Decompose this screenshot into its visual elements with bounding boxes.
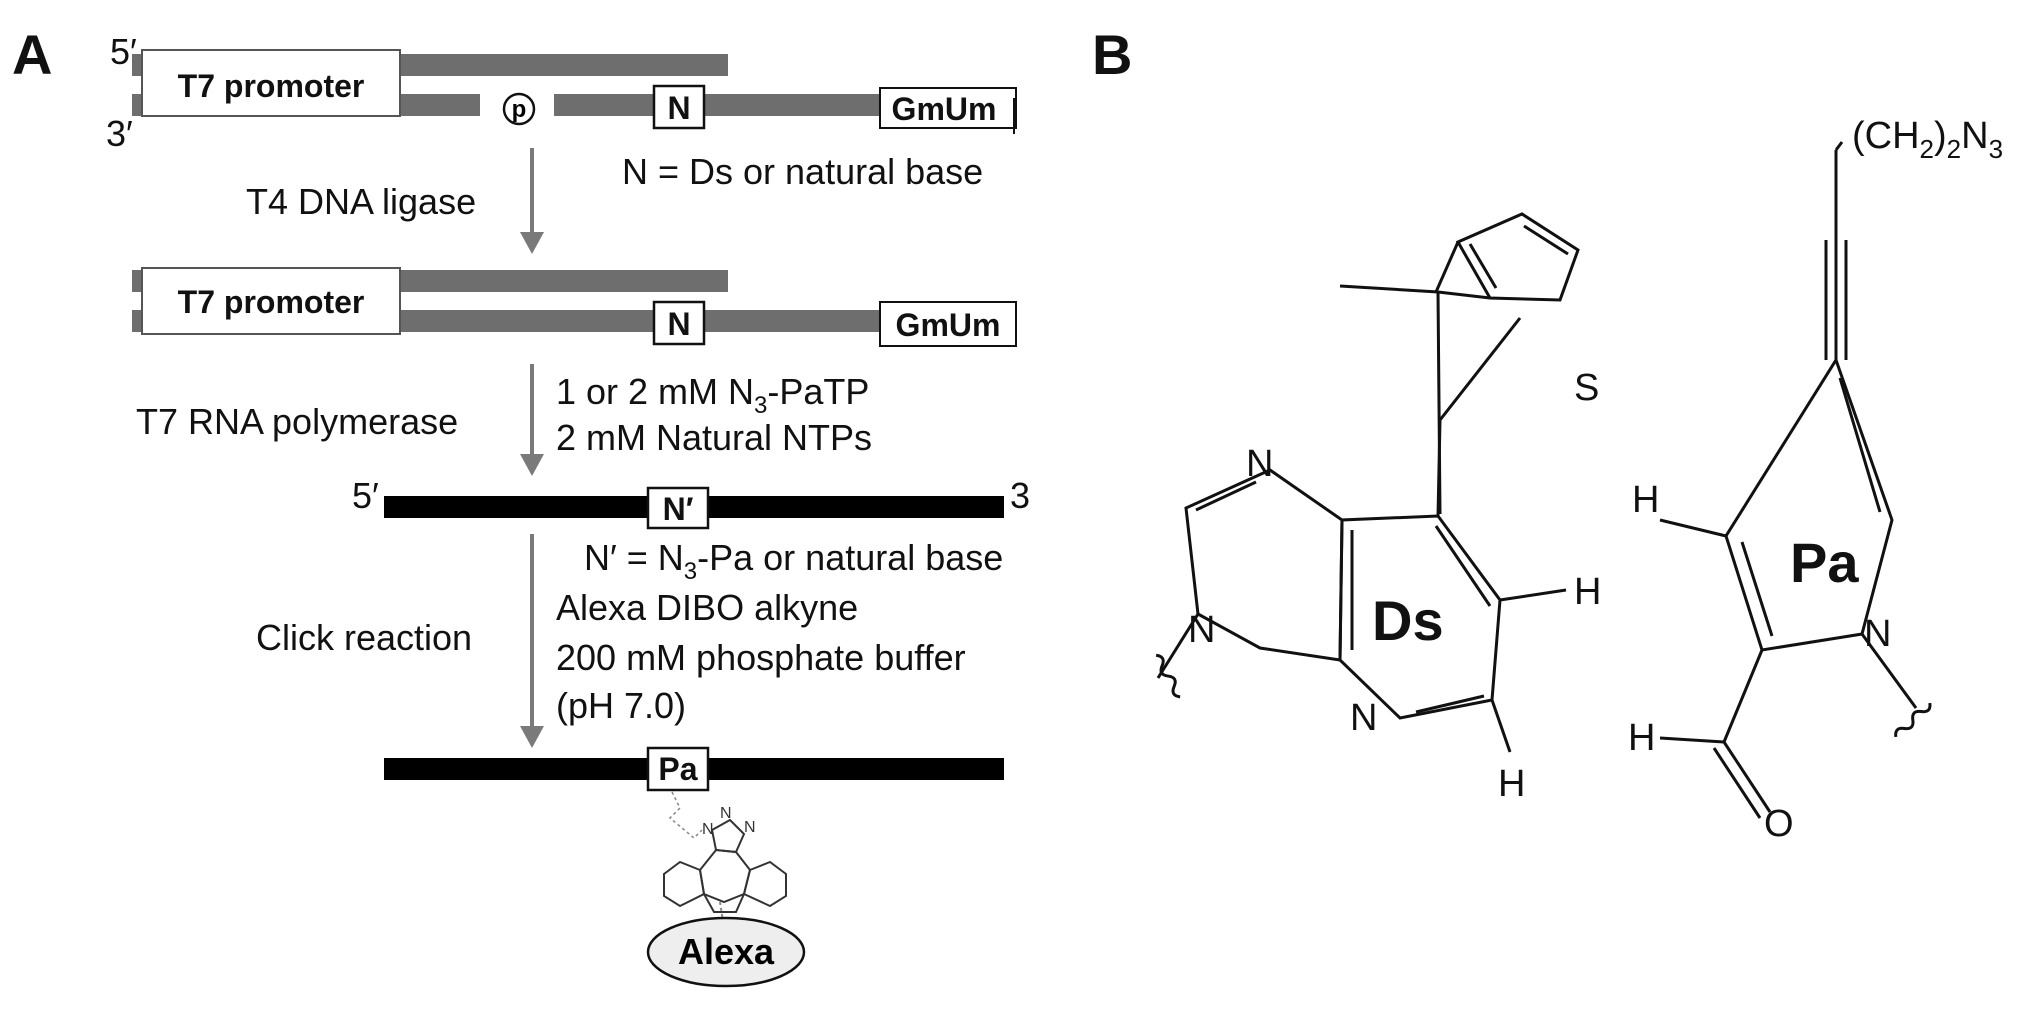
rna-transcript: 5′ 3 N′ N′ = N3-Pa or natural base xyxy=(352,475,1030,585)
ds-structure xyxy=(1155,212,1580,753)
ds-n-left: N xyxy=(1188,609,1215,651)
pa-label: Pa xyxy=(658,751,697,787)
ntp-concentration: 2 mM Natural NTPs xyxy=(556,417,872,458)
t7-promoter-label: T7 promoter xyxy=(178,284,365,320)
pa-o: O xyxy=(1764,803,1794,845)
svg-text:N: N xyxy=(720,805,732,822)
gmum-box xyxy=(879,301,1017,347)
patp-concentration: 1 or 2 mM N3-PaTP xyxy=(556,371,869,419)
gmum-label: GmUm xyxy=(896,307,1001,343)
bottom-dna-strand-right xyxy=(554,94,884,116)
click-reaction-label: Click reaction xyxy=(256,617,472,658)
rna-3-prime-label: 3 xyxy=(1010,475,1030,516)
n-base-label: N xyxy=(667,306,690,342)
alkyne-reagent: Alexa DIBO alkyne xyxy=(556,587,858,628)
t7-promoter-box xyxy=(141,267,401,335)
n-prime-box xyxy=(646,486,710,530)
pa-structure xyxy=(1659,141,1932,819)
n-definition: N = Ds or natural base xyxy=(622,151,983,192)
buffer-ph: (pH 7.0) xyxy=(556,685,686,726)
phosphate-label: p xyxy=(512,96,527,123)
phosphate-circle xyxy=(502,92,536,126)
ds-s: S xyxy=(1574,367,1599,409)
ligase-label: T4 DNA ligase xyxy=(246,181,476,222)
triazole-dibo-icon: N N N xyxy=(663,805,787,929)
n-prime-definition: N′ = N3-Pa or natural base xyxy=(584,537,1003,585)
buffer-reagent: 200 mM phosphate buffer xyxy=(556,637,966,678)
rna-5-prime-label: 5′ xyxy=(352,475,379,516)
ds-n-bottom: N xyxy=(1350,697,1377,739)
ds-atom-labels: N N N S H H Ds xyxy=(1188,367,1601,805)
arrow-head-icon xyxy=(520,726,544,748)
alexa-label: Alexa xyxy=(678,931,775,972)
svg-text:N: N xyxy=(702,821,714,838)
n-prime-label: N′ xyxy=(663,491,694,527)
t7-promoter-label: T7 promoter xyxy=(178,68,365,104)
n-base-label: N xyxy=(667,90,690,126)
gmum-box xyxy=(879,87,1017,129)
arrow-head-icon xyxy=(520,454,544,476)
pa-h-top: H xyxy=(1632,479,1659,521)
svg-text:N: N xyxy=(744,819,756,836)
ds-label: Ds xyxy=(1372,589,1444,652)
bottom-strand-3-prime-label: 3′ xyxy=(106,113,133,154)
panel-label-a: A xyxy=(12,23,52,86)
n-base-box xyxy=(652,300,706,346)
template-duplex-nicked: 5′ 3′ T7 promoter p N GmUm N = Ds or nat… xyxy=(106,31,1017,192)
gmum-label: GmUm xyxy=(892,91,997,127)
labeled-rna: Pa N N N Alexa xyxy=(384,746,1004,988)
n-base-box xyxy=(652,84,706,130)
pa-label: Pa xyxy=(1790,531,1859,594)
ds-h-right: H xyxy=(1574,571,1601,613)
pa-box xyxy=(646,746,710,792)
t7-promoter-box xyxy=(141,49,401,117)
click-reaction-step: Click reaction Alexa DIBO alkyne 200 mM … xyxy=(256,534,966,748)
template-duplex-ligated: T7 promoter N GmUm xyxy=(132,267,1017,347)
pa-n: N xyxy=(1864,613,1891,655)
polymerase-label: T7 RNA polymerase xyxy=(136,401,458,442)
alexa-fluorophore xyxy=(646,916,806,988)
pa-atom-labels: H H N O Pa (CH2)2N3 xyxy=(1628,115,2003,845)
transcription-step: T7 RNA polymerase 1 or 2 mM N3-PaTP 2 mM… xyxy=(136,364,872,476)
ds-h-bottom: H xyxy=(1498,763,1525,805)
panel-label-b: B xyxy=(1092,23,1132,86)
ligation-step: T4 DNA ligase xyxy=(246,148,544,254)
ds-n-top: N xyxy=(1246,443,1273,485)
pa-h-bottom: H xyxy=(1628,717,1655,759)
azidoethyl-label: (CH2)2N3 xyxy=(1852,115,2003,164)
arrow-head-icon xyxy=(520,232,544,254)
